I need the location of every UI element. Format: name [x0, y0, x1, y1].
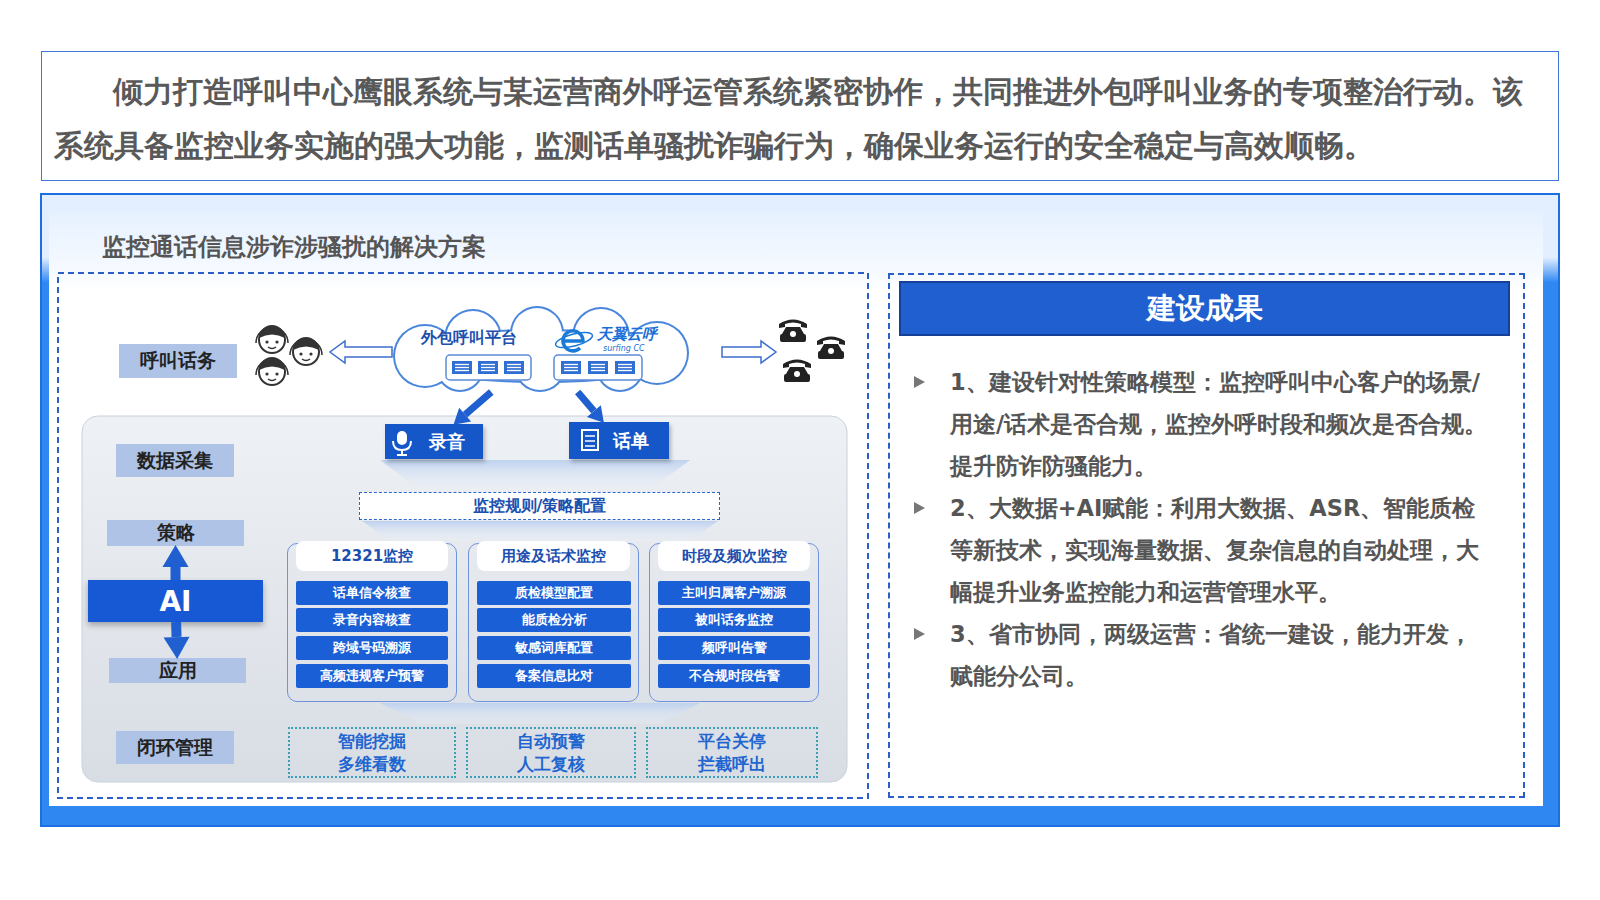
- caller-icon: [290, 337, 322, 365]
- ai-box: AI: [88, 580, 263, 622]
- result-item: 3、省市协同，两级运营：省统一建设，能力开发，赋能分公司。: [950, 613, 1492, 697]
- closed-loop-box: 自动预警 人工复核: [466, 727, 636, 778]
- phone-icon: [783, 360, 811, 383]
- function-button: 不合规时段告警: [658, 664, 810, 688]
- monitor-group: 时段及频次监控主叫归属客户溯源被叫话务监控频呼叫告警不合规时段告警: [649, 543, 819, 702]
- hollow-arrow: [330, 341, 392, 363]
- node-text: 应用: [159, 658, 197, 684]
- function-button: 敏感词库配置: [477, 636, 631, 660]
- node-text: 12321监控: [296, 541, 448, 571]
- node-text: 数据采集: [137, 448, 213, 474]
- node-text: 自动预警 人工复核: [511, 730, 591, 776]
- intro-box: 倾力打造呼叫中心鹰眼系统与某运营商外呼运管系统紧密协作，共同推进外包呼叫业务的专…: [41, 51, 1559, 181]
- node-text: 用途及话术监控: [477, 541, 630, 571]
- flow-arrow: [171, 567, 181, 580]
- node-text: 能质检分析: [522, 612, 587, 629]
- node-text: 智能挖掘 多维看数: [332, 730, 412, 776]
- node-text: 倾力打造呼叫中心鹰眼系统与某运营商外呼运管系统紧密协作，共同推进外包呼叫业务的专…: [54, 65, 1525, 173]
- section-label: 数据采集: [116, 444, 234, 477]
- results-header: 建设成果: [899, 281, 1510, 336]
- function-button: 主叫归属客户溯源: [658, 581, 810, 605]
- function-button: 能质检分析: [477, 608, 631, 632]
- flow-arrow: [465, 392, 491, 415]
- closed-loop-box: 平台关停 拦截呼出: [646, 727, 818, 778]
- node-text: 备案信息比对: [515, 668, 593, 685]
- section-label: 呼叫话务: [119, 344, 237, 378]
- node-text: 呼叫话务: [140, 348, 216, 374]
- node-text: 录音: [429, 430, 465, 454]
- node-text: 建设成果: [1147, 289, 1263, 329]
- node-text: 频呼叫告警: [702, 640, 767, 657]
- data-button: 话单: [569, 422, 669, 459]
- platform-cloud: 外包呼叫平台 天翼云呼surfing CC: [365, 306, 717, 392]
- node-text: 监控通话信息涉诈涉骚扰的解决方案: [102, 231, 486, 263]
- hollow-arrow: [722, 341, 776, 363]
- data-button: 录音: [385, 424, 483, 459]
- node-text: 敏感词库配置: [515, 640, 593, 657]
- node-text: 话单: [613, 429, 649, 453]
- funnel-band: [362, 521, 718, 541]
- node-text: 高频违规客户预警: [320, 668, 424, 685]
- caller-icon: [256, 357, 288, 385]
- funnel-band: [380, 703, 700, 724]
- solution-panel: 监控通话信息涉诈涉骚扰的解决方案呼叫话务 外包呼叫平台 天翼云呼surfing CC…: [41, 194, 1559, 826]
- node-subtext: 天翼云呼: [597, 325, 657, 344]
- layer-label: 应用: [109, 658, 246, 683]
- rule-box: 监控规则/策略配置: [359, 492, 720, 520]
- node-text: 被叫话务监控: [695, 612, 773, 629]
- flow-arrow: [578, 392, 594, 411]
- function-button: 被叫话务监控: [658, 608, 810, 632]
- panel-frame: [41, 194, 1559, 826]
- node-text: 闭环管理: [137, 735, 213, 761]
- node-text: 平台关停 拦截呼出: [692, 730, 772, 776]
- function-button: 备案信息比对: [477, 664, 631, 688]
- function-button: 频呼叫告警: [658, 636, 810, 660]
- node-text: AI: [159, 585, 191, 618]
- function-button: 跨域号码溯源: [296, 636, 448, 660]
- node-text: 时段及频次监控: [658, 541, 810, 571]
- cloud-shape: [365, 306, 717, 392]
- flow-arrow: [171, 622, 181, 637]
- node-text: 录音内容核查: [333, 612, 411, 629]
- results-box: 1、建设针对性策略模型：监控呼叫中心客户的场景/用途/话术是否合规，监控外呼时段…: [888, 273, 1525, 798]
- cloud-part: [596, 344, 644, 392]
- node-text: 主叫归属客户溯源: [682, 585, 786, 602]
- monitor-group: 12321监控话单信令核查录音内容核查跨域号码溯源高频违规客户预警: [287, 543, 457, 702]
- function-button: 话单信令核查: [296, 581, 448, 605]
- caller-icon: [256, 325, 288, 353]
- phone-icon: [779, 320, 807, 343]
- closed-loop-box: 智能挖掘 多维看数: [288, 727, 456, 778]
- panel-inner: [49, 212, 1543, 806]
- cloud-part: [516, 342, 564, 390]
- cloud-part: [438, 346, 482, 390]
- node-subtext: surfing CC: [603, 344, 645, 353]
- node-text: 跨域号码溯源: [333, 640, 411, 657]
- phone-icon: [817, 337, 845, 360]
- node-text: 外包呼叫平台: [421, 328, 517, 349]
- function-button: 录音内容核查: [296, 608, 448, 632]
- node-text: 不合规时段告警: [689, 668, 780, 685]
- layer-label: 策略: [107, 520, 244, 546]
- node-text: 监控规则/策略配置: [473, 496, 607, 517]
- node-text: 质检模型配置: [515, 585, 593, 602]
- dashed-frame: [58, 273, 868, 798]
- node-text: 话单信令核查: [333, 585, 411, 602]
- node-text: 策略: [157, 520, 195, 546]
- process-area: [82, 416, 847, 782]
- result-item: 2、大数据+AI赋能：利用大数据、ASR、智能质检等新技术，实现海量数据、复杂信…: [950, 487, 1492, 613]
- section-label: 闭环管理: [116, 731, 234, 764]
- function-button: 高频违规客户预警: [296, 664, 448, 688]
- result-item: 1、建设针对性策略模型：监控呼叫中心客户的场景/用途/话术是否合规，监控外呼时段…: [950, 361, 1492, 487]
- monitor-group: 用途及话术监控质检模型配置能质检分析敏感词库配置备案信息比对: [468, 543, 639, 702]
- function-button: 质检模型配置: [477, 581, 631, 605]
- funnel-band: [380, 460, 690, 490]
